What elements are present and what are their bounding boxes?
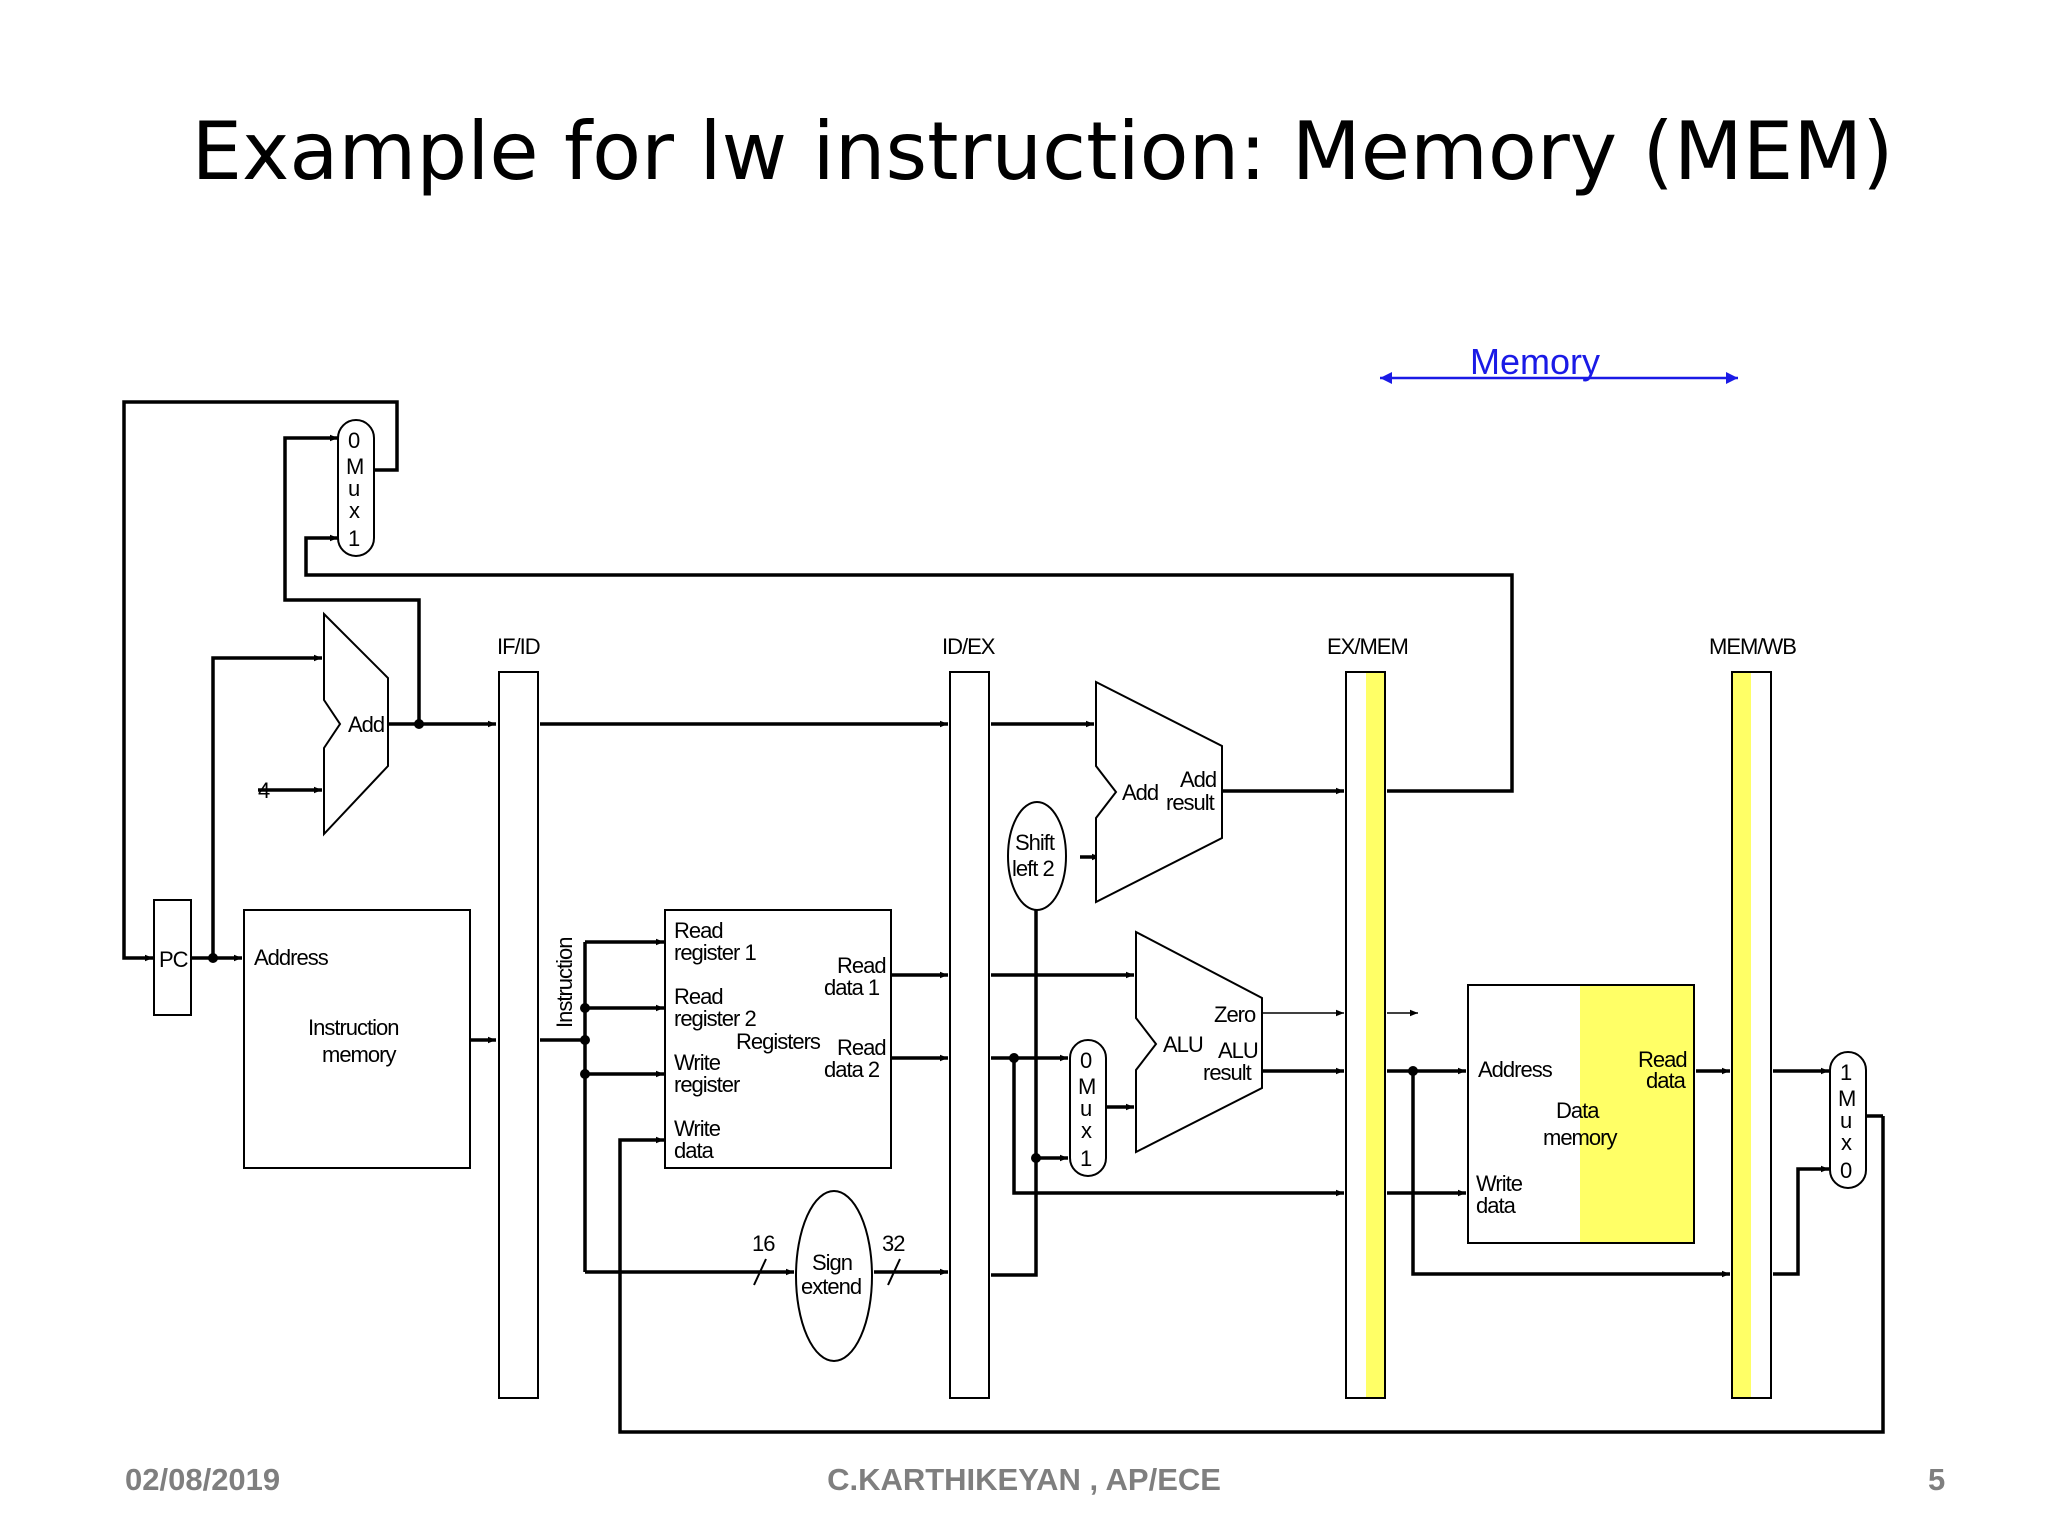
svg-text:1: 1 (1840, 1060, 1852, 1085)
svg-text:Add: Add (1180, 767, 1216, 792)
svg-text:ALU: ALU (1218, 1038, 1258, 1063)
svg-text:u: u (1840, 1108, 1851, 1133)
svg-text:extend: extend (801, 1274, 861, 1299)
svg-text:1: 1 (348, 526, 360, 551)
svg-text:Read: Read (837, 1035, 886, 1060)
pc-adder: Add (323, 611, 389, 837)
svg-text:x: x (1081, 1118, 1092, 1143)
svg-text:ALU: ALU (1163, 1032, 1203, 1057)
alu-source-mux: 0 M u x 1 (1069, 1039, 1107, 1177)
svg-text:u: u (1080, 1096, 1091, 1121)
wire-junctions (208, 719, 1418, 1163)
svg-text:Data: Data (1556, 1098, 1600, 1123)
footer-date: 02/08/2019 (125, 1462, 281, 1497)
footer-author: C.KARTHIKEYAN , AP/ECE (827, 1462, 1221, 1497)
svg-text:Shift: Shift (1015, 830, 1055, 855)
svg-text:Address: Address (254, 945, 329, 970)
pc-label: PC (159, 947, 189, 972)
svg-text:Read: Read (674, 984, 723, 1009)
svg-text:x: x (1841, 1130, 1852, 1155)
if-id-label: IF/ID (497, 634, 540, 659)
svg-text:Zero: Zero (1214, 1002, 1256, 1027)
svg-text:1: 1 (1080, 1146, 1092, 1171)
alu: ALU Zero ALU result (1135, 930, 1263, 1154)
svg-text:16: 16 (752, 1231, 775, 1256)
data-memory: Address Read data Data memory Write data (1467, 984, 1695, 1244)
svg-text:memory: memory (1543, 1125, 1617, 1150)
pc-source-mux: 0 M u x 1 (337, 419, 375, 557)
svg-text:Write: Write (674, 1050, 721, 1075)
program-counter: PC (153, 899, 192, 1016)
svg-text:0: 0 (1840, 1158, 1852, 1183)
sign-extend: Sign extend 16 32 (752, 1190, 906, 1362)
svg-text:Instruction: Instruction (308, 1015, 399, 1040)
svg-text:Add: Add (1122, 780, 1158, 805)
mem-wb-label: MEM/WB (1709, 634, 1796, 659)
svg-text:Read: Read (837, 953, 886, 978)
svg-text:Write: Write (674, 1116, 721, 1141)
svg-text:x: x (349, 498, 360, 523)
svg-text:data 1: data 1 (824, 975, 880, 1000)
svg-text:Address: Address (1478, 1057, 1553, 1082)
svg-text:memory: memory (322, 1042, 396, 1067)
svg-text:register 2: register 2 (674, 1006, 756, 1031)
svg-text:0: 0 (348, 428, 360, 453)
svg-text:Registers: Registers (736, 1029, 821, 1054)
svg-text:data: data (1476, 1193, 1517, 1218)
svg-text:Sign: Sign (812, 1250, 852, 1275)
footer-page-number: 5 (1928, 1462, 1946, 1497)
svg-text:data: data (1646, 1068, 1687, 1093)
memory-stage-indicator: Memory (1380, 341, 1738, 384)
svg-text:Write: Write (1476, 1171, 1523, 1196)
constant-four: 4 (258, 778, 270, 803)
memory-stage-label: Memory (1470, 341, 1600, 382)
svg-text:u: u (348, 476, 359, 501)
svg-text:M: M (1838, 1086, 1855, 1111)
svg-text:register: register (674, 1072, 740, 1097)
instruction-label: Instruction (552, 938, 577, 1029)
shift-left-2: Shift left 2 (1007, 801, 1067, 911)
id-ex-register (949, 671, 990, 1399)
register-file: Read register 1 Read register 2 Write re… (664, 909, 892, 1169)
svg-text:result: result (1166, 790, 1215, 815)
ex-mem-label: EX/MEM (1327, 634, 1408, 659)
svg-text:data 2: data 2 (824, 1057, 880, 1082)
slide-title: Example for lw instruction: Memory (MEM) (191, 105, 1894, 198)
svg-text:Read: Read (674, 918, 723, 943)
svg-text:register 1: register 1 (674, 940, 756, 965)
id-ex-label: ID/EX (942, 634, 996, 659)
svg-text:data: data (674, 1138, 715, 1163)
instruction-memory: Address Instruction memory (243, 909, 471, 1169)
pc-adder-label: Add (348, 712, 384, 737)
svg-text:Read: Read (1638, 1047, 1687, 1072)
svg-text:result: result (1203, 1060, 1252, 1085)
mem-wb-register (1731, 671, 1772, 1399)
svg-text:32: 32 (882, 1231, 905, 1256)
ex-mem-register (1345, 671, 1386, 1399)
branch-adder: Add Add result (1095, 680, 1223, 904)
svg-text:M: M (1078, 1074, 1095, 1099)
svg-text:0: 0 (1080, 1048, 1092, 1073)
svg-text:M: M (346, 454, 363, 479)
svg-text:left 2: left 2 (1012, 856, 1054, 881)
writeback-mux: 1 M u x 0 (1829, 1051, 1867, 1189)
if-id-register (498, 671, 539, 1399)
